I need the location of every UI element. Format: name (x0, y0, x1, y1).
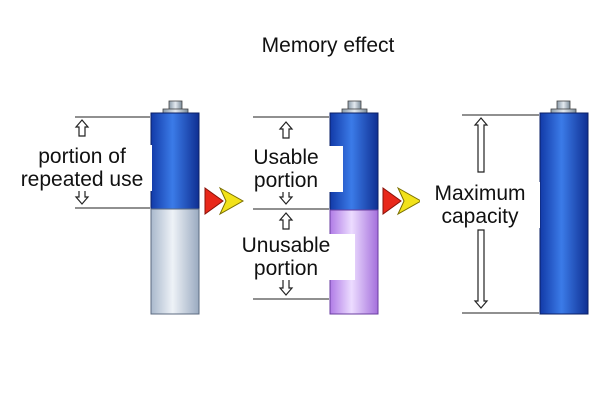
maximum-capacity-label-line2: capacity (420, 205, 540, 228)
diagram-title: Memory effect (261, 34, 395, 57)
battery-3-dimension (462, 114, 539, 314)
battery-1-dimension (75, 116, 150, 209)
usable-up-arrow-icon (278, 121, 294, 139)
battery-1-used-portion (150, 112, 200, 210)
battery-2 (329, 100, 379, 315)
repeated-use-label-line1: portion of (12, 145, 152, 168)
unusable-up-arrow-icon (278, 212, 294, 230)
capacity-down-arrow-icon (473, 229, 489, 309)
unusable-down-arrow-icon (278, 278, 294, 296)
maximum-capacity-label-line1: Maximum (420, 182, 540, 205)
usable-portion-label-line1: Usable (229, 146, 343, 169)
battery-1-unused-portion (150, 208, 200, 315)
battery-3 (539, 100, 589, 315)
repeated-use-label-line2: repeated use (12, 168, 152, 191)
unusable-portion-label-line2: portion (217, 257, 355, 280)
up-arrow-icon (74, 119, 90, 137)
battery-1-cap (162, 108, 189, 114)
usable-portion-label-line2: portion (229, 169, 343, 192)
battery-3-cap (550, 108, 577, 114)
battery-2-dimension (253, 116, 329, 300)
unusable-portion-label-line1: Unusable (217, 234, 355, 257)
transition-arrow-2-icon (382, 186, 423, 216)
battery-1 (150, 100, 200, 315)
transition-arrow-1-icon (204, 186, 245, 216)
capacity-up-arrow-icon (473, 117, 489, 173)
battery-3-full-capacity (539, 112, 589, 315)
battery-2-cap (341, 108, 368, 114)
